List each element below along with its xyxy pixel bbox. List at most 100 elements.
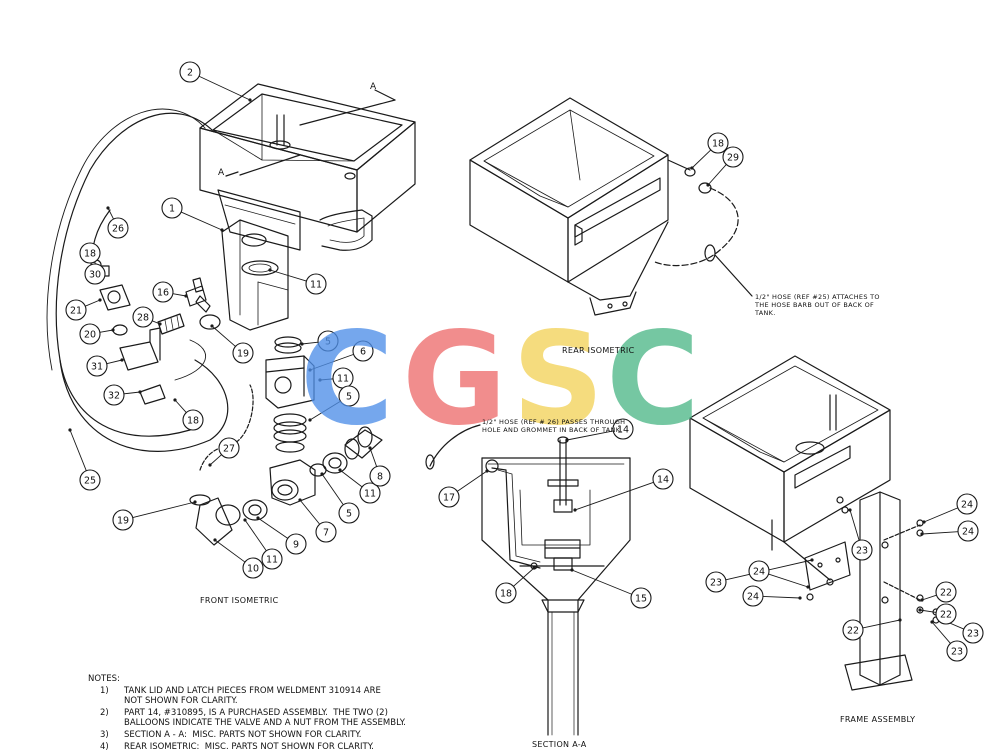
balloon-front-26: 5 (320, 472, 360, 524)
balloon-circle (338, 385, 360, 407)
balloon-label: 21 (70, 306, 82, 317)
rear-hose-callout-line2: THE HOSE BARB OUT OF BACK OF (755, 301, 875, 309)
balloon-label: 11 (310, 280, 322, 291)
note-1-text: TANK LID AND LATCH PIECES FROM WELDMENT … (124, 686, 381, 706)
rear-tank-rim (469, 97, 669, 219)
balloon-leader (369, 447, 378, 467)
balloon-circle (369, 465, 391, 487)
balloon-label: 23 (710, 578, 722, 589)
balloon-label: 9 (293, 540, 299, 551)
balloon-frame-10: 22 (918, 603, 957, 625)
balloon-circle (935, 603, 957, 625)
balloon-leader-tip (806, 585, 810, 589)
balloon-label: 26 (112, 224, 124, 235)
balloon-leader-tip (318, 378, 322, 382)
balloon-frame-11: 23 (930, 620, 968, 662)
balloon-leader-tip (485, 469, 489, 473)
balloon-leader-tip (922, 520, 926, 524)
balloon-circle (79, 469, 101, 491)
balloon-leader-tip (213, 538, 217, 542)
balloon-front-3: 26 (106, 206, 129, 239)
balloon-front-28: 8 (368, 446, 391, 487)
balloon-leader-tip (810, 558, 814, 562)
balloon-label: 6 (360, 347, 366, 358)
balloon-label: 8 (377, 472, 383, 483)
balloon-circle (962, 622, 984, 644)
balloon-circle (317, 330, 339, 352)
balloon-leader-tip (920, 598, 924, 602)
balloon-circle (359, 482, 381, 504)
watermark-letter-c2: C (606, 305, 700, 454)
balloon-front-19: 5 (308, 385, 360, 422)
balloon-leader-tip (98, 298, 102, 302)
balloon-circle (946, 640, 968, 662)
balloon-circle (742, 585, 764, 607)
watermark-letter-c: C (300, 305, 394, 454)
balloon-label: 11 (364, 489, 376, 500)
balloon-circle (652, 468, 674, 490)
balloon-circle (748, 560, 770, 582)
balloon-label: 5 (346, 509, 352, 520)
balloon-leader-tip (111, 328, 115, 332)
clamp-19 (189, 494, 211, 506)
balloon-circle (261, 548, 283, 570)
hose-25 (59, 359, 229, 453)
balloon-circle (352, 340, 374, 362)
balloon-circle (112, 509, 134, 531)
balloon-leader (309, 400, 341, 421)
frame-tank-rim (689, 355, 891, 473)
balloon-frame-3: 23 (848, 508, 873, 561)
balloon-front-17: 6 (308, 340, 374, 372)
balloon-leader (69, 429, 87, 471)
balloon-leader (174, 399, 187, 413)
front-tank-front-face (199, 127, 358, 233)
balloon-frame-2: 24 (920, 520, 979, 542)
view-title-frame: FRAME ASSEMBLY (840, 715, 916, 724)
balloon-label: 18 (712, 139, 724, 150)
balloon-front-13: 19 (210, 324, 254, 364)
balloon-leader-tip (918, 608, 922, 612)
balloon-label: 29 (727, 153, 739, 164)
balloon-leader-tip (173, 398, 177, 402)
balloon-rear-1: 18 (690, 132, 729, 170)
balloon-leader-tip (798, 596, 802, 600)
balloon-section-4: 18 (495, 566, 536, 604)
balloon-circle (218, 437, 240, 459)
balloon-frame-6: 24 (742, 585, 802, 607)
balloon-leader (107, 207, 114, 220)
balloon-front-10: 25 (68, 428, 101, 491)
balloon-layer: 2126183021203132251628191811561152719101… (65, 61, 984, 662)
balloon-front-11: 16 (152, 281, 188, 303)
balloon-label: 2 (187, 68, 193, 79)
balloon-leader-tip (120, 358, 124, 362)
balloon-frame-8: 22 (842, 618, 902, 641)
view-title-section: SECTION A-A (532, 740, 587, 749)
note-2-text: PART 14, #310895, IS A PURCHASED ASSEMBL… (124, 708, 406, 728)
balloon-leader-tip (300, 342, 304, 346)
balloon-leader-tip (184, 294, 188, 298)
balloon-label: 19 (117, 516, 129, 527)
front-tank-rim-inner (212, 93, 403, 162)
note-2-num: 2) (100, 708, 109, 718)
balloon-leader (923, 507, 958, 523)
section-a-a (425, 424, 631, 736)
balloon-circle (107, 217, 129, 239)
balloon-leader-tip (308, 368, 312, 372)
balloon-circle (705, 571, 727, 593)
rear-tank-back (567, 154, 669, 283)
balloon-label: 10 (247, 564, 259, 575)
balloon-front-7: 20 (79, 323, 115, 345)
balloon-front-8: 31 (86, 355, 124, 377)
balloon-circle (305, 273, 327, 295)
balloon-leader-tip (256, 516, 260, 520)
section-marker-a-top: A (370, 82, 377, 92)
balloon-circle (242, 557, 264, 579)
balloon-rear-2: 29 (706, 146, 744, 187)
balloon-leader (106, 359, 123, 365)
balloon-circle (161, 197, 183, 219)
balloon-leader-tip (220, 228, 224, 232)
balloon-section-3: 14 (573, 468, 674, 512)
balloon-circle (84, 263, 106, 285)
balloon-leader-tip (68, 428, 72, 432)
